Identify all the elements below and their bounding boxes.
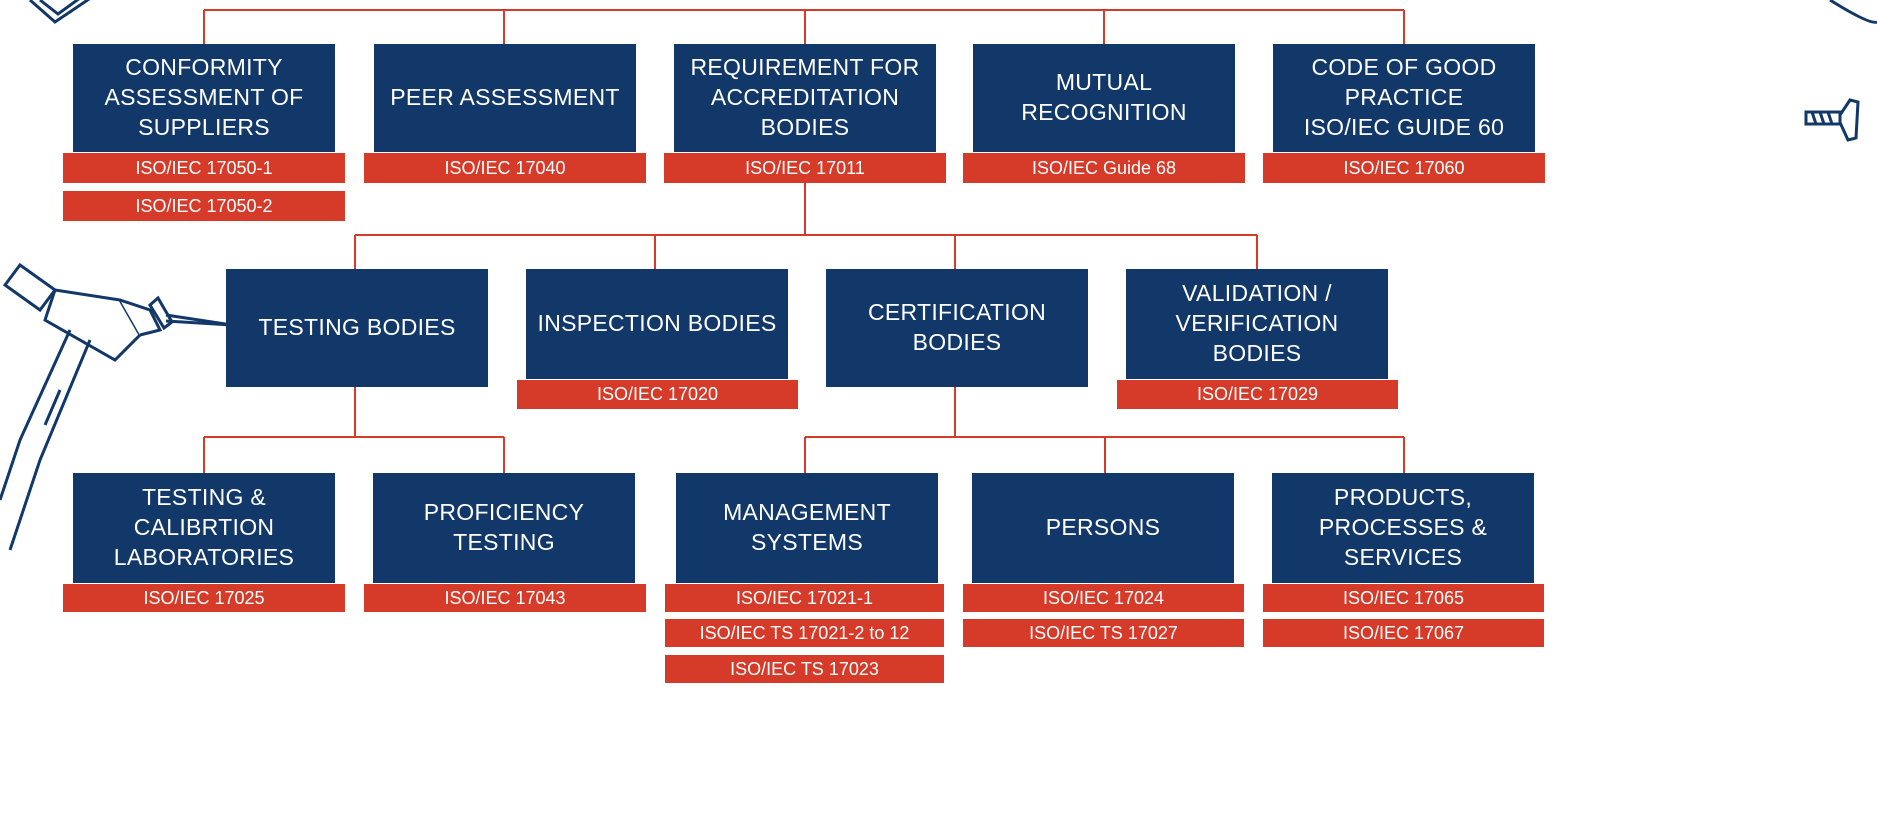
standard-label: ISO/IEC TS 17023 bbox=[730, 658, 879, 679]
standard-label: ISO/IEC 17021-1 bbox=[735, 587, 874, 608]
standard-tag: ISO/IEC Guide 68 bbox=[963, 153, 1245, 183]
box-testing-calibration-laboratories: TESTING & CALIBRTION LABORATORIES bbox=[73, 473, 335, 583]
standard-label: ISO/IEC 17043 bbox=[444, 587, 566, 608]
standard-label: ISO/IEC 17065 bbox=[1342, 587, 1465, 608]
standard-tag: ISO/IEC 17060 bbox=[1263, 153, 1545, 183]
box-title: MUTUAL RECOGNITION bbox=[1021, 69, 1187, 125]
standard-tag: ISO/IEC 17011 bbox=[664, 153, 946, 183]
standard-tag: ISO/IEC 17024 bbox=[963, 584, 1244, 612]
box-title: PROFICIENCY TESTING bbox=[423, 499, 585, 555]
standard-tag: ISO/IEC 17065 bbox=[1263, 584, 1544, 612]
standard-label: ISO/IEC 17024 bbox=[1042, 587, 1165, 608]
box-testing-bodies: TESTING BODIES bbox=[226, 269, 488, 387]
box-requirement-for-accreditation-bodies: REQUIREMENT FOR ACCREDITATION BODIES bbox=[674, 44, 936, 152]
standard-label: ISO/IEC TS 17021-2 to 12 bbox=[699, 622, 910, 643]
box-proficiency-testing: PROFICIENCY TESTING bbox=[373, 473, 635, 583]
box-products-processes-services: PRODUCTS, PROCESSES & SERVICES bbox=[1272, 473, 1534, 583]
standard-tag: ISO/IEC 17050-2 bbox=[63, 191, 345, 221]
box-title: PERSONS bbox=[1045, 514, 1161, 541]
box-title: CERTIFICATION BODIES bbox=[867, 299, 1047, 355]
box-persons: PERSONS bbox=[972, 473, 1234, 583]
standard-tag: ISO/IEC TS 17021-2 to 12 bbox=[665, 619, 944, 647]
standard-tag: ISO/IEC 17040 bbox=[364, 153, 646, 183]
standard-tag: ISO/IEC TS 17023 bbox=[665, 655, 944, 683]
box-certification-bodies: CERTIFICATION BODIES bbox=[826, 269, 1088, 387]
standard-label: ISO/IEC 17060 bbox=[1343, 157, 1465, 178]
nail-icon bbox=[148, 295, 233, 331]
box-code-of-good-practice: CODE OF GOOD PRACTICE ISO/IEC GUIDE 60 bbox=[1273, 44, 1535, 152]
box-title: MANAGEMENT SYSTEMS bbox=[723, 499, 891, 555]
box-validation-verification-bodies: VALIDATION / VERIFICATION BODIES bbox=[1126, 269, 1388, 379]
standard-tag: ISO/IEC 17050-1 bbox=[63, 153, 345, 183]
box-mutual-recognition: MUTUAL RECOGNITION bbox=[973, 44, 1235, 152]
standard-label: ISO/IEC 17040 bbox=[444, 157, 566, 178]
box-peer-assessment: PEER ASSESSMENT bbox=[374, 44, 636, 152]
box-title: VALIDATION / VERIFICATION BODIES bbox=[1175, 280, 1339, 366]
standard-label: ISO/IEC 17025 bbox=[143, 587, 265, 608]
standard-label: ISO/IEC Guide 68 bbox=[1031, 157, 1177, 178]
box-conformity-assessment-of-suppliers: CONFORMITY ASSESSMENT OF SUPPLIERS bbox=[73, 44, 335, 152]
standard-label: ISO/IEC 17067 bbox=[1342, 622, 1465, 643]
standard-label: ISO/IEC 17029 bbox=[1196, 384, 1319, 404]
screwdriver-icon bbox=[29, 0, 91, 24]
standard-tag: ISO/IEC 17021-1 bbox=[665, 584, 944, 612]
box-inspection-bodies: INSPECTION BODIES bbox=[526, 269, 788, 379]
standard-label: ISO/IEC TS 17027 bbox=[1029, 622, 1178, 643]
standard-tag: ISO/IEC TS 17027 bbox=[963, 619, 1244, 647]
standard-tag: ISO/IEC 17043 bbox=[364, 584, 646, 612]
box-title: CODE OF GOOD PRACTICE ISO/IEC GUIDE 60 bbox=[1303, 54, 1505, 140]
box-title: TESTING BODIES bbox=[258, 314, 456, 341]
standard-tag: ISO/IEC 17029 bbox=[1117, 380, 1398, 409]
box-title: TESTING & CALIBRTION LABORATORIES bbox=[113, 484, 295, 570]
standard-label: ISO/IEC 17020 bbox=[596, 384, 719, 404]
hammer-icon bbox=[0, 262, 163, 551]
standard-label: ISO/IEC 17011 bbox=[745, 157, 865, 178]
box-title: PEER ASSESSMENT bbox=[390, 84, 620, 111]
screw-icon bbox=[1804, 0, 1877, 142]
standard-tag: ISO/IEC 17025 bbox=[63, 584, 345, 612]
standard-label: ISO/IEC 17050-2 bbox=[135, 195, 273, 216]
box-management-systems: MANAGEMENT SYSTEMS bbox=[676, 473, 938, 583]
box-title: PRODUCTS, PROCESSES & SERVICES bbox=[1318, 484, 1488, 570]
box-title: CONFORMITY ASSESSMENT OF SUPPLIERS bbox=[104, 54, 304, 140]
box-title: REQUIREMENT FOR ACCREDITATION BODIES bbox=[690, 54, 920, 140]
standard-tag: ISO/IEC 17067 bbox=[1263, 619, 1544, 647]
standard-label: ISO/IEC 17050-1 bbox=[135, 157, 273, 178]
standard-tag: ISO/IEC 17020 bbox=[517, 380, 798, 409]
box-title: INSPECTION BODIES bbox=[537, 310, 777, 337]
